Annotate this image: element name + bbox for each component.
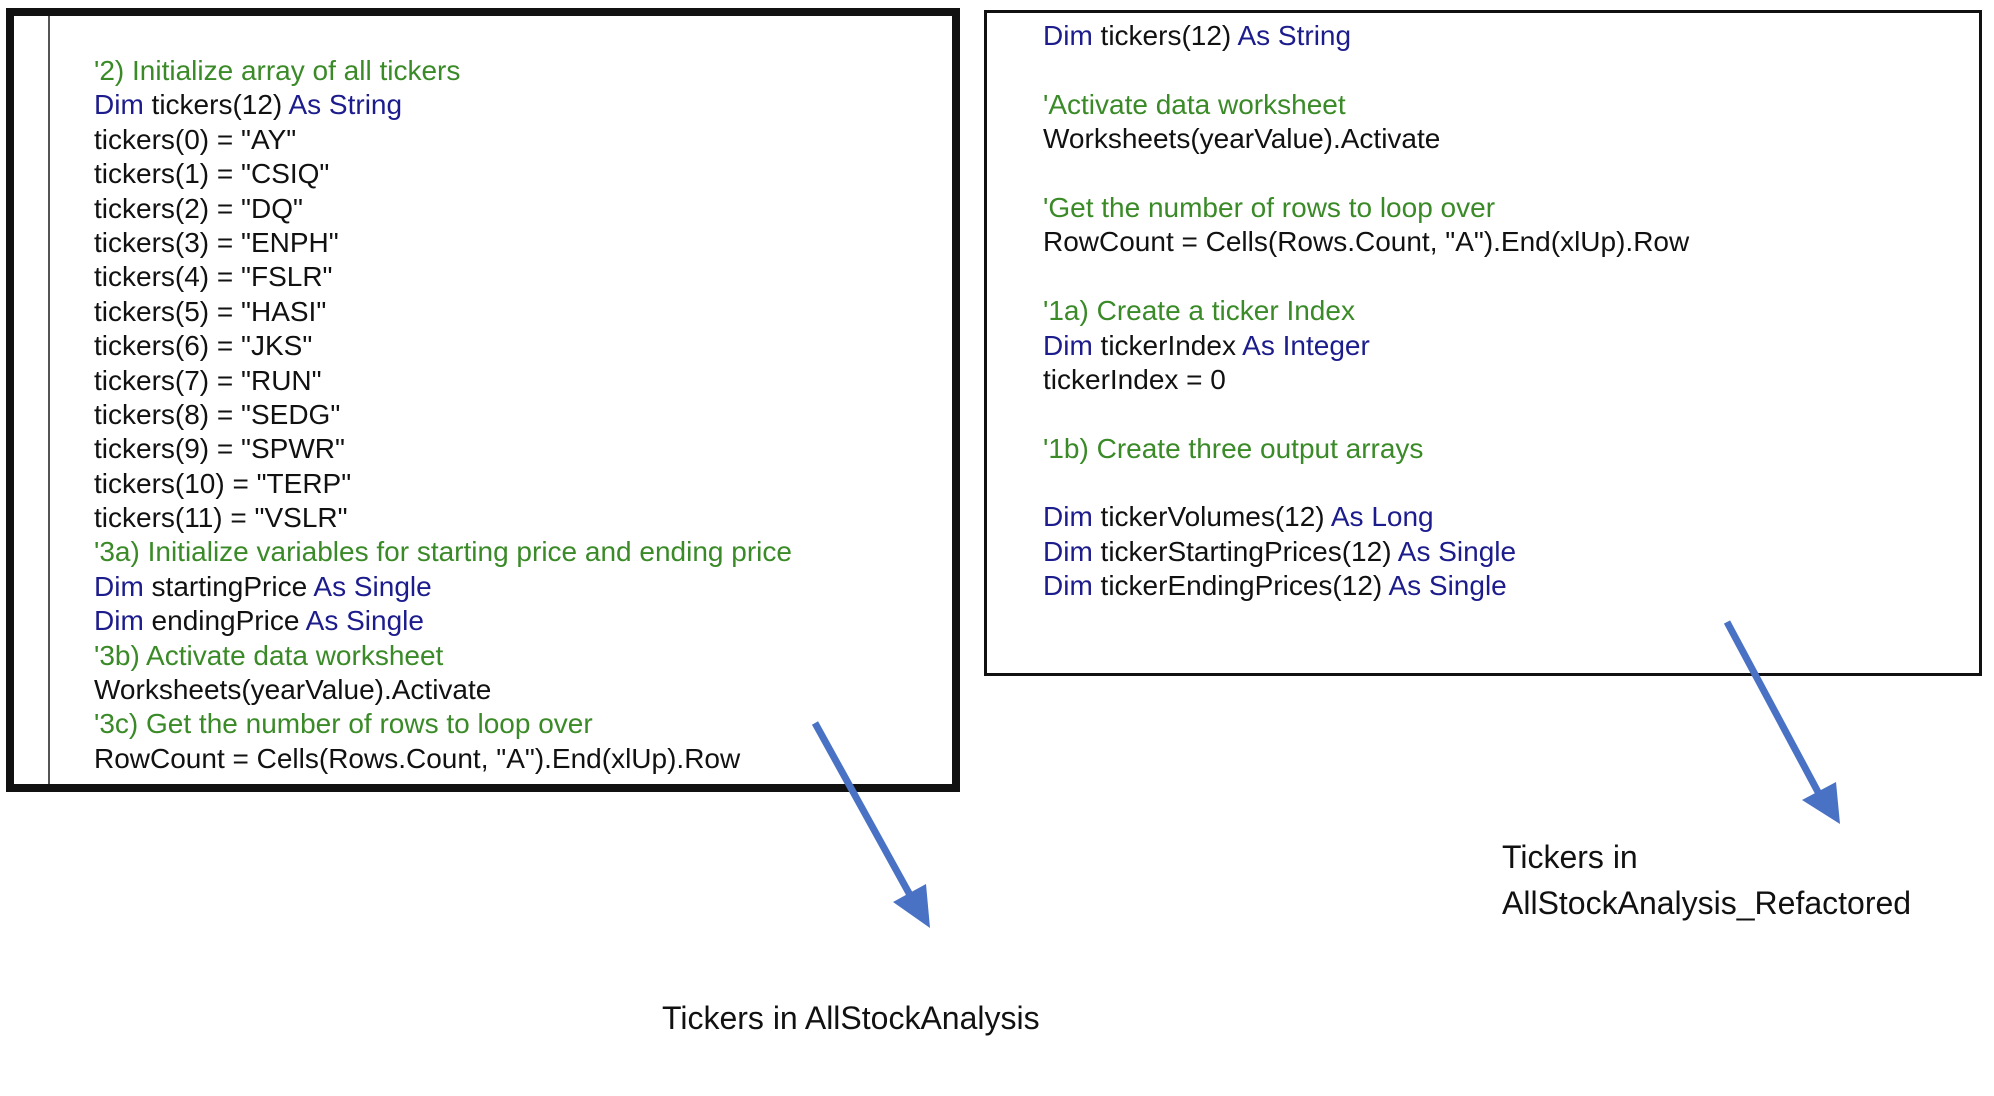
code-text: tickers(6) = "JKS" (94, 330, 313, 362)
code-line: tickers(5) = "HASI" (94, 295, 792, 329)
code-listing: Dim tickers(12) As String 'Activate data … (1043, 19, 1689, 604)
code-keyword: Dim (94, 89, 144, 121)
code-text: tickers(0) = "AY" (94, 123, 297, 155)
code-text: tickers(11) = "VSLR" (94, 502, 348, 534)
code-line: tickers(10) = "TERP" (94, 467, 792, 501)
arrow-right-head (1802, 782, 1840, 824)
code-keyword: Dim (1043, 329, 1093, 361)
code-keyword: As Single (305, 605, 424, 637)
code-text: Worksheets(yearValue).Activate (1043, 123, 1441, 155)
caption-allstockanalysis-refactored: Tickers in AllStockAnalysis_Refactored (1502, 834, 1911, 926)
code-keyword: Dim (1043, 535, 1093, 567)
code-comment: '1a) Create a ticker Index (1043, 295, 1355, 327)
code-line: Dim tickerVolumes(12) As Long (1043, 500, 1689, 534)
code-comment: '1b) Create three output arrays (1043, 432, 1424, 464)
arrow-left-head (893, 884, 930, 928)
code-line: 'Get the number of rows to loop over (1043, 191, 1689, 225)
code-line (1043, 397, 1689, 431)
code-text: tickerIndex = 0 (1043, 363, 1226, 395)
code-comment: '2) Initialize array of all tickers (94, 55, 461, 86)
code-line: Dim tickerStartingPrices(12) As Single (1043, 535, 1689, 569)
code-line (1043, 157, 1689, 191)
code-text: tickerVolumes(12) (1092, 501, 1331, 533)
code-keyword: Dim (94, 605, 144, 637)
code-line: '1a) Create a ticker Index (1043, 294, 1689, 328)
caption-allstockanalysis: Tickers in AllStockAnalysis (662, 1000, 1040, 1036)
code-text: tickers(7) = "RUN" (94, 364, 322, 396)
code-line: tickers(4) = "FSLR" (94, 260, 792, 294)
code-comment: '3c) Get the number of rows to loop over (94, 708, 593, 740)
code-text: tickers(10) = "TERP" (94, 467, 352, 499)
caption-line: AllStockAnalysis_Refactored (1502, 885, 1912, 921)
code-text: tickers(3) = "ENPH" (94, 226, 339, 258)
code-line: tickers(3) = "ENPH" (94, 226, 792, 260)
code-line: tickers(8) = "SEDG" (94, 398, 792, 432)
code-line (1043, 53, 1689, 87)
code-line: '1b) Create three output arrays (1043, 432, 1689, 466)
code-comment: '3b) Activate data worksheet (94, 639, 444, 671)
code-line: '2) Initialize array of all tickers (94, 54, 792, 88)
code-text: tickers(8) = "SEDG" (94, 398, 341, 430)
editor-gutter (48, 16, 50, 784)
code-keyword: As Integer (1242, 329, 1370, 361)
code-line: tickerIndex = 0 (1043, 363, 1689, 397)
code-line: tickers(6) = "JKS" (94, 329, 792, 363)
code-line: '3b) Activate data worksheet (94, 639, 792, 673)
code-keyword: Dim (1043, 20, 1093, 51)
code-line: tickers(9) = "SPWR" (94, 432, 792, 466)
code-line: Worksheets(yearValue).Activate (94, 673, 792, 707)
code-text: tickers(12) (1092, 20, 1238, 51)
code-line: Dim tickerIndex As Integer (1043, 329, 1689, 363)
code-line (1043, 466, 1689, 500)
code-keyword: As Long (1330, 501, 1434, 533)
code-text: Worksheets(yearValue).Activate (94, 674, 492, 706)
code-line: '3c) Get the number of rows to loop over (94, 707, 792, 741)
code-line: tickers(2) = "DQ" (94, 192, 792, 226)
code-line: RowCount = Cells(Rows.Count, "A").End(xl… (1043, 225, 1689, 259)
caption-line: Tickers in (1502, 839, 1638, 875)
code-text: endingPrice (143, 605, 306, 637)
code-line: Dim tickerEndingPrices(12) As Single (1043, 569, 1689, 603)
code-keyword: As String (1237, 20, 1352, 51)
code-line: tickers(11) = "VSLR" (94, 501, 792, 535)
code-keyword: As Single (313, 570, 432, 602)
code-text: tickers(4) = "FSLR" (94, 261, 333, 293)
code-text: tickers(2) = "DQ" (94, 192, 303, 224)
code-line: '3a) Initialize variables for starting p… (94, 535, 792, 569)
code-text: RowCount = Cells(Rows.Count, "A").End(xl… (94, 742, 741, 774)
code-keyword: Dim (94, 570, 144, 602)
code-keyword: As Single (1397, 535, 1517, 567)
code-text: tickers(5) = "HASI" (94, 295, 327, 327)
code-text: tickerStartingPrices(12) (1092, 535, 1398, 567)
code-line: Dim tickers(12) As String (94, 88, 792, 122)
code-comment: 'Activate data worksheet (1043, 88, 1346, 120)
code-keyword: Dim (1043, 501, 1093, 533)
code-text: tickerEndingPrices(12) (1092, 570, 1389, 602)
code-line: Dim startingPrice As Single (94, 570, 792, 604)
code-line: RowCount = Cells(Rows.Count, "A").End(xl… (94, 742, 792, 776)
code-text: tickers(12) (143, 89, 289, 121)
code-line: tickers(0) = "AY" (94, 123, 792, 157)
code-line: Dim tickers(12) As String (1043, 19, 1689, 53)
code-keyword: Dim (1043, 570, 1093, 602)
code-keyword: As String (288, 89, 403, 121)
code-line: tickers(7) = "RUN" (94, 364, 792, 398)
code-text: tickers(1) = "CSIQ" (94, 158, 330, 190)
code-comment: 'Get the number of rows to loop over (1043, 191, 1496, 223)
code-screenshot-allstockanalysis-refactored: Dim tickers(12) As String 'Activate data … (984, 10, 1982, 676)
code-line: Dim endingPrice As Single (94, 604, 792, 638)
code-text: RowCount = Cells(Rows.Count, "A").End(xl… (1043, 226, 1690, 258)
code-line (1043, 260, 1689, 294)
code-line: Worksheets(yearValue).Activate (1043, 122, 1689, 156)
code-line: 'Activate data worksheet (1043, 88, 1689, 122)
code-line: tickers(1) = "CSIQ" (94, 157, 792, 191)
code-text: tickers(9) = "SPWR" (94, 433, 345, 465)
code-text: tickerIndex (1092, 329, 1243, 361)
code-keyword: As Single (1388, 570, 1507, 602)
code-comment: '3a) Initialize variables for starting p… (94, 536, 792, 568)
code-text: startingPrice (143, 570, 314, 602)
